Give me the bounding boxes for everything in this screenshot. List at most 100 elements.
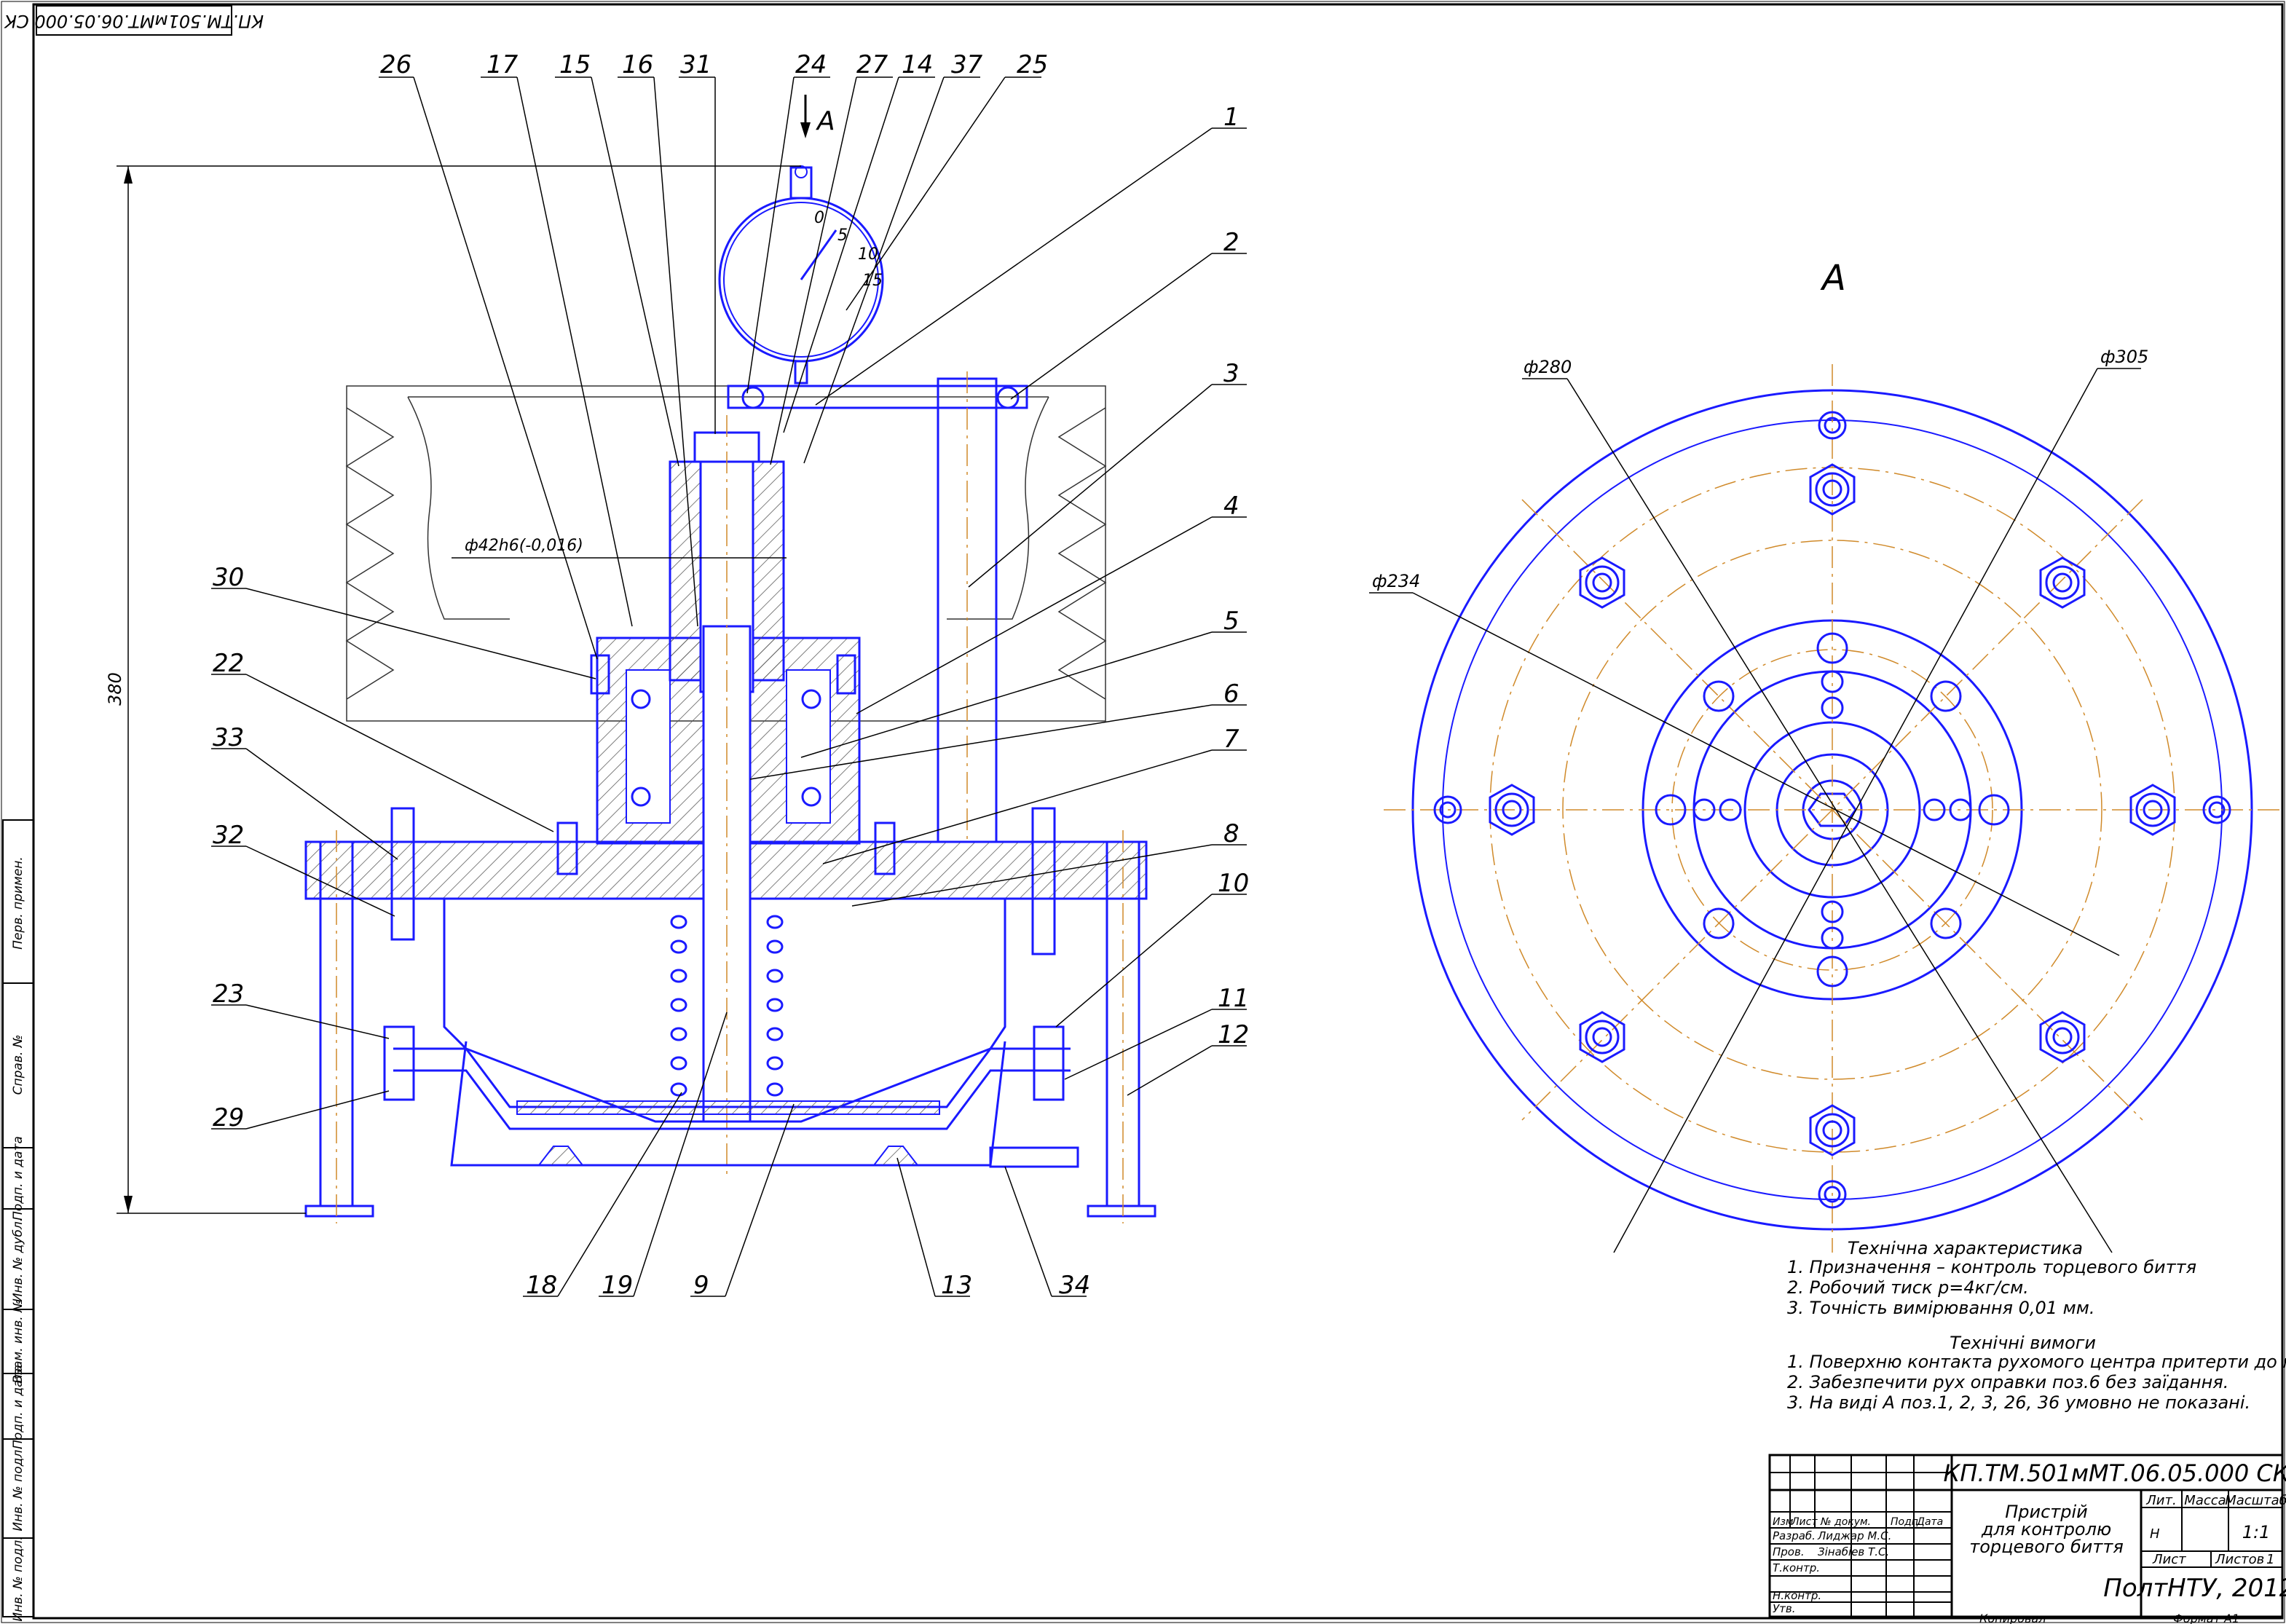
svg-text:Лиджар М.С.: Лиджар М.С.	[1817, 1529, 1891, 1542]
svg-text:37: 37	[951, 50, 983, 79]
svg-text:для контролю: для контролю	[1981, 1519, 2111, 1540]
svg-text:Масштаб: Масштаб	[2225, 1493, 2286, 1508]
svg-text:Пристрій: Пристрій	[2005, 1502, 2088, 1522]
svg-text:33: 33	[213, 723, 244, 752]
svg-text:34: 34	[1059, 1271, 1090, 1300]
svg-text:Н.контр.: Н.контр.	[1773, 1589, 1821, 1602]
svg-text:Формат А1: Формат А1	[2173, 1612, 2239, 1624]
balloon-labels-right: 1 2 3 4 5 6 7 8 10 11 12	[1218, 103, 1249, 1049]
svg-text:Листов: Листов	[2215, 1552, 2264, 1567]
svg-text:11: 11	[1218, 984, 1249, 1013]
svg-text:Лит.: Лит.	[2145, 1493, 2176, 1508]
svg-text:14: 14	[902, 50, 933, 79]
title-block-text: КП.ТМ.501мМТ.06.05.000 СК Пристрій для к…	[1773, 1459, 2286, 1624]
svg-text:0: 0	[814, 209, 824, 227]
svg-text:Инв. № подл.: Инв. № подл.	[11, 1446, 25, 1531]
svg-text:1. Поверхню контакта рухомого: 1. Поверхню контакта рухомого центра при…	[1787, 1352, 2286, 1372]
svg-text:1. Призначення – контроль торц: 1. Призначення – контроль торцевого битт…	[1787, 1257, 2196, 1277]
svg-text:Пров.: Пров.	[1773, 1545, 1805, 1558]
svg-text:2: 2	[1223, 228, 1239, 257]
balloons-left	[211, 588, 596, 1130]
svg-text:9: 9	[693, 1271, 709, 1300]
svg-text:7: 7	[1223, 725, 1239, 754]
svg-text:1: 1	[2266, 1552, 2274, 1567]
svg-text:Копировал: Копировал	[1979, 1612, 2046, 1624]
svg-text:Лист: Лист	[2152, 1552, 2186, 1567]
section-view: 0 5 10 15	[105, 95, 1156, 1223]
svg-text:Изм: Изм	[1773, 1516, 1794, 1528]
svg-text:32: 32	[213, 821, 244, 850]
tech-requirements: Технічні вимоги 1. Поверхню контакта рух…	[1787, 1333, 2286, 1413]
svg-text:10: 10	[858, 245, 878, 264]
svg-text:Технічна характеристика: Технічна характеристика	[1848, 1238, 2083, 1258]
svg-text:Разраб.: Разраб.	[1773, 1529, 1816, 1542]
svg-text:17: 17	[486, 50, 519, 79]
svg-text:ф305: ф305	[2100, 347, 2148, 367]
balloon-labels-left: 30 22 33 32 23 29	[213, 563, 244, 1132]
svg-text:24: 24	[795, 50, 827, 79]
svg-text:A: A	[816, 106, 835, 136]
svg-text:26: 26	[380, 50, 411, 79]
tech-characteristics: Технічна характеристика 1. Призначення –…	[1787, 1238, 2196, 1318]
svg-text:3: 3	[1223, 359, 1239, 388]
top-stamp: КП.ТМ.501мМТ.06.05.000 СК	[4, 5, 264, 36]
svg-text:Технічні вимоги: Технічні вимоги	[1950, 1333, 2096, 1353]
svg-text:ф280: ф280	[1524, 357, 1572, 377]
svg-text:23: 23	[213, 979, 244, 1009]
svg-text:Т.контр.: Т.контр.	[1773, 1561, 1820, 1574]
balloon-labels-bottom: 18 19 9 13 34	[526, 1271, 1090, 1300]
svg-text:8: 8	[1223, 819, 1239, 848]
svg-text:Инв. № подл.: Инв. № подл.	[11, 1536, 25, 1621]
svg-text:Взам. инв. №: Взам. инв. №	[11, 1299, 25, 1383]
sheet-frame	[32, 3, 2284, 1620]
balloons-bottom	[523, 1012, 1087, 1297]
balloons-top	[379, 76, 1041, 660]
svg-text:3. На виді А поз.1, 2, 3, 26,: 3. На виді А поз.1, 2, 3, 26, 36 умовно …	[1787, 1392, 2250, 1413]
svg-text:15: 15	[559, 50, 591, 79]
balloon-labels-top: 26 17 15 16 31 24 27 14 37 25	[380, 50, 1048, 79]
side-stamp: Перв. примен. Справ. № Подп. и дата Инв.…	[2, 819, 34, 1622]
svg-text:КП.ТМ.501мМТ.06.05.000 СК: КП.ТМ.501мМТ.06.05.000 СК	[4, 11, 264, 31]
svg-text:30: 30	[213, 563, 244, 592]
svg-text:ф234: ф234	[1372, 571, 1420, 591]
svg-text:Масса: Масса	[2184, 1493, 2226, 1508]
svg-text:3. Точність вимірювання 0,01 м: 3. Точність вимірювання 0,01 мм.	[1787, 1298, 2095, 1318]
svg-text:4: 4	[1223, 492, 1239, 521]
title-block	[1768, 1454, 2284, 1618]
svg-text:1: 1	[1223, 103, 1239, 132]
svg-text:Лист: Лист	[1791, 1516, 1818, 1528]
svg-text:A: A	[1820, 258, 1846, 299]
svg-text:Н: Н	[2150, 1526, 2160, 1542]
view-a: A	[1369, 258, 2279, 1253]
svg-text:10: 10	[1218, 869, 1249, 898]
svg-text:1:1: 1:1	[2242, 1522, 2271, 1542]
svg-text:ф42h6(-0,016): ф42h6(-0,016)	[465, 537, 583, 555]
svg-text:2. Забезпечити рух оправки поз: 2. Забезпечити рух оправки поз.6 без заї…	[1787, 1372, 2228, 1392]
svg-text:5: 5	[837, 226, 848, 245]
svg-text:№ докум.: № докум.	[1820, 1516, 1871, 1528]
svg-text:27: 27	[856, 50, 888, 79]
svg-text:2. Робочий тиск p=4кг/см.: 2. Робочий тиск p=4кг/см.	[1787, 1277, 2029, 1298]
svg-text:Подп. и дата: Подп. и дата	[11, 1136, 25, 1221]
svg-text:18: 18	[526, 1271, 557, 1300]
svg-text:25: 25	[1017, 50, 1048, 79]
svg-text:6: 6	[1223, 679, 1239, 709]
svg-text:Подп. и дата: Подп. и дата	[11, 1365, 25, 1449]
svg-text:19: 19	[602, 1271, 633, 1300]
svg-text:Инв. № дубл.: Инв. № дубл.	[11, 1218, 25, 1302]
svg-text:5: 5	[1223, 607, 1239, 636]
svg-text:Утв.: Утв.	[1773, 1602, 1796, 1615]
svg-text:16: 16	[622, 50, 653, 79]
svg-text:Справ. №: Справ. №	[11, 1035, 25, 1095]
svg-text:22: 22	[213, 649, 244, 678]
svg-text:КП.ТМ.501мМТ.06.05.000 СК: КП.ТМ.501мМТ.06.05.000 СК	[1944, 1459, 2286, 1487]
svg-text:торцевого биття: торцевого биття	[1969, 1537, 2124, 1557]
balloons-right	[749, 127, 1247, 1096]
svg-text:Подп.: Подп.	[1891, 1516, 1921, 1528]
svg-text:Зінабіев Т.С.: Зінабіев Т.С.	[1818, 1545, 1889, 1558]
svg-text:13: 13	[941, 1271, 972, 1300]
svg-text:380: 380	[105, 672, 125, 706]
svg-text:12: 12	[1218, 1020, 1249, 1049]
